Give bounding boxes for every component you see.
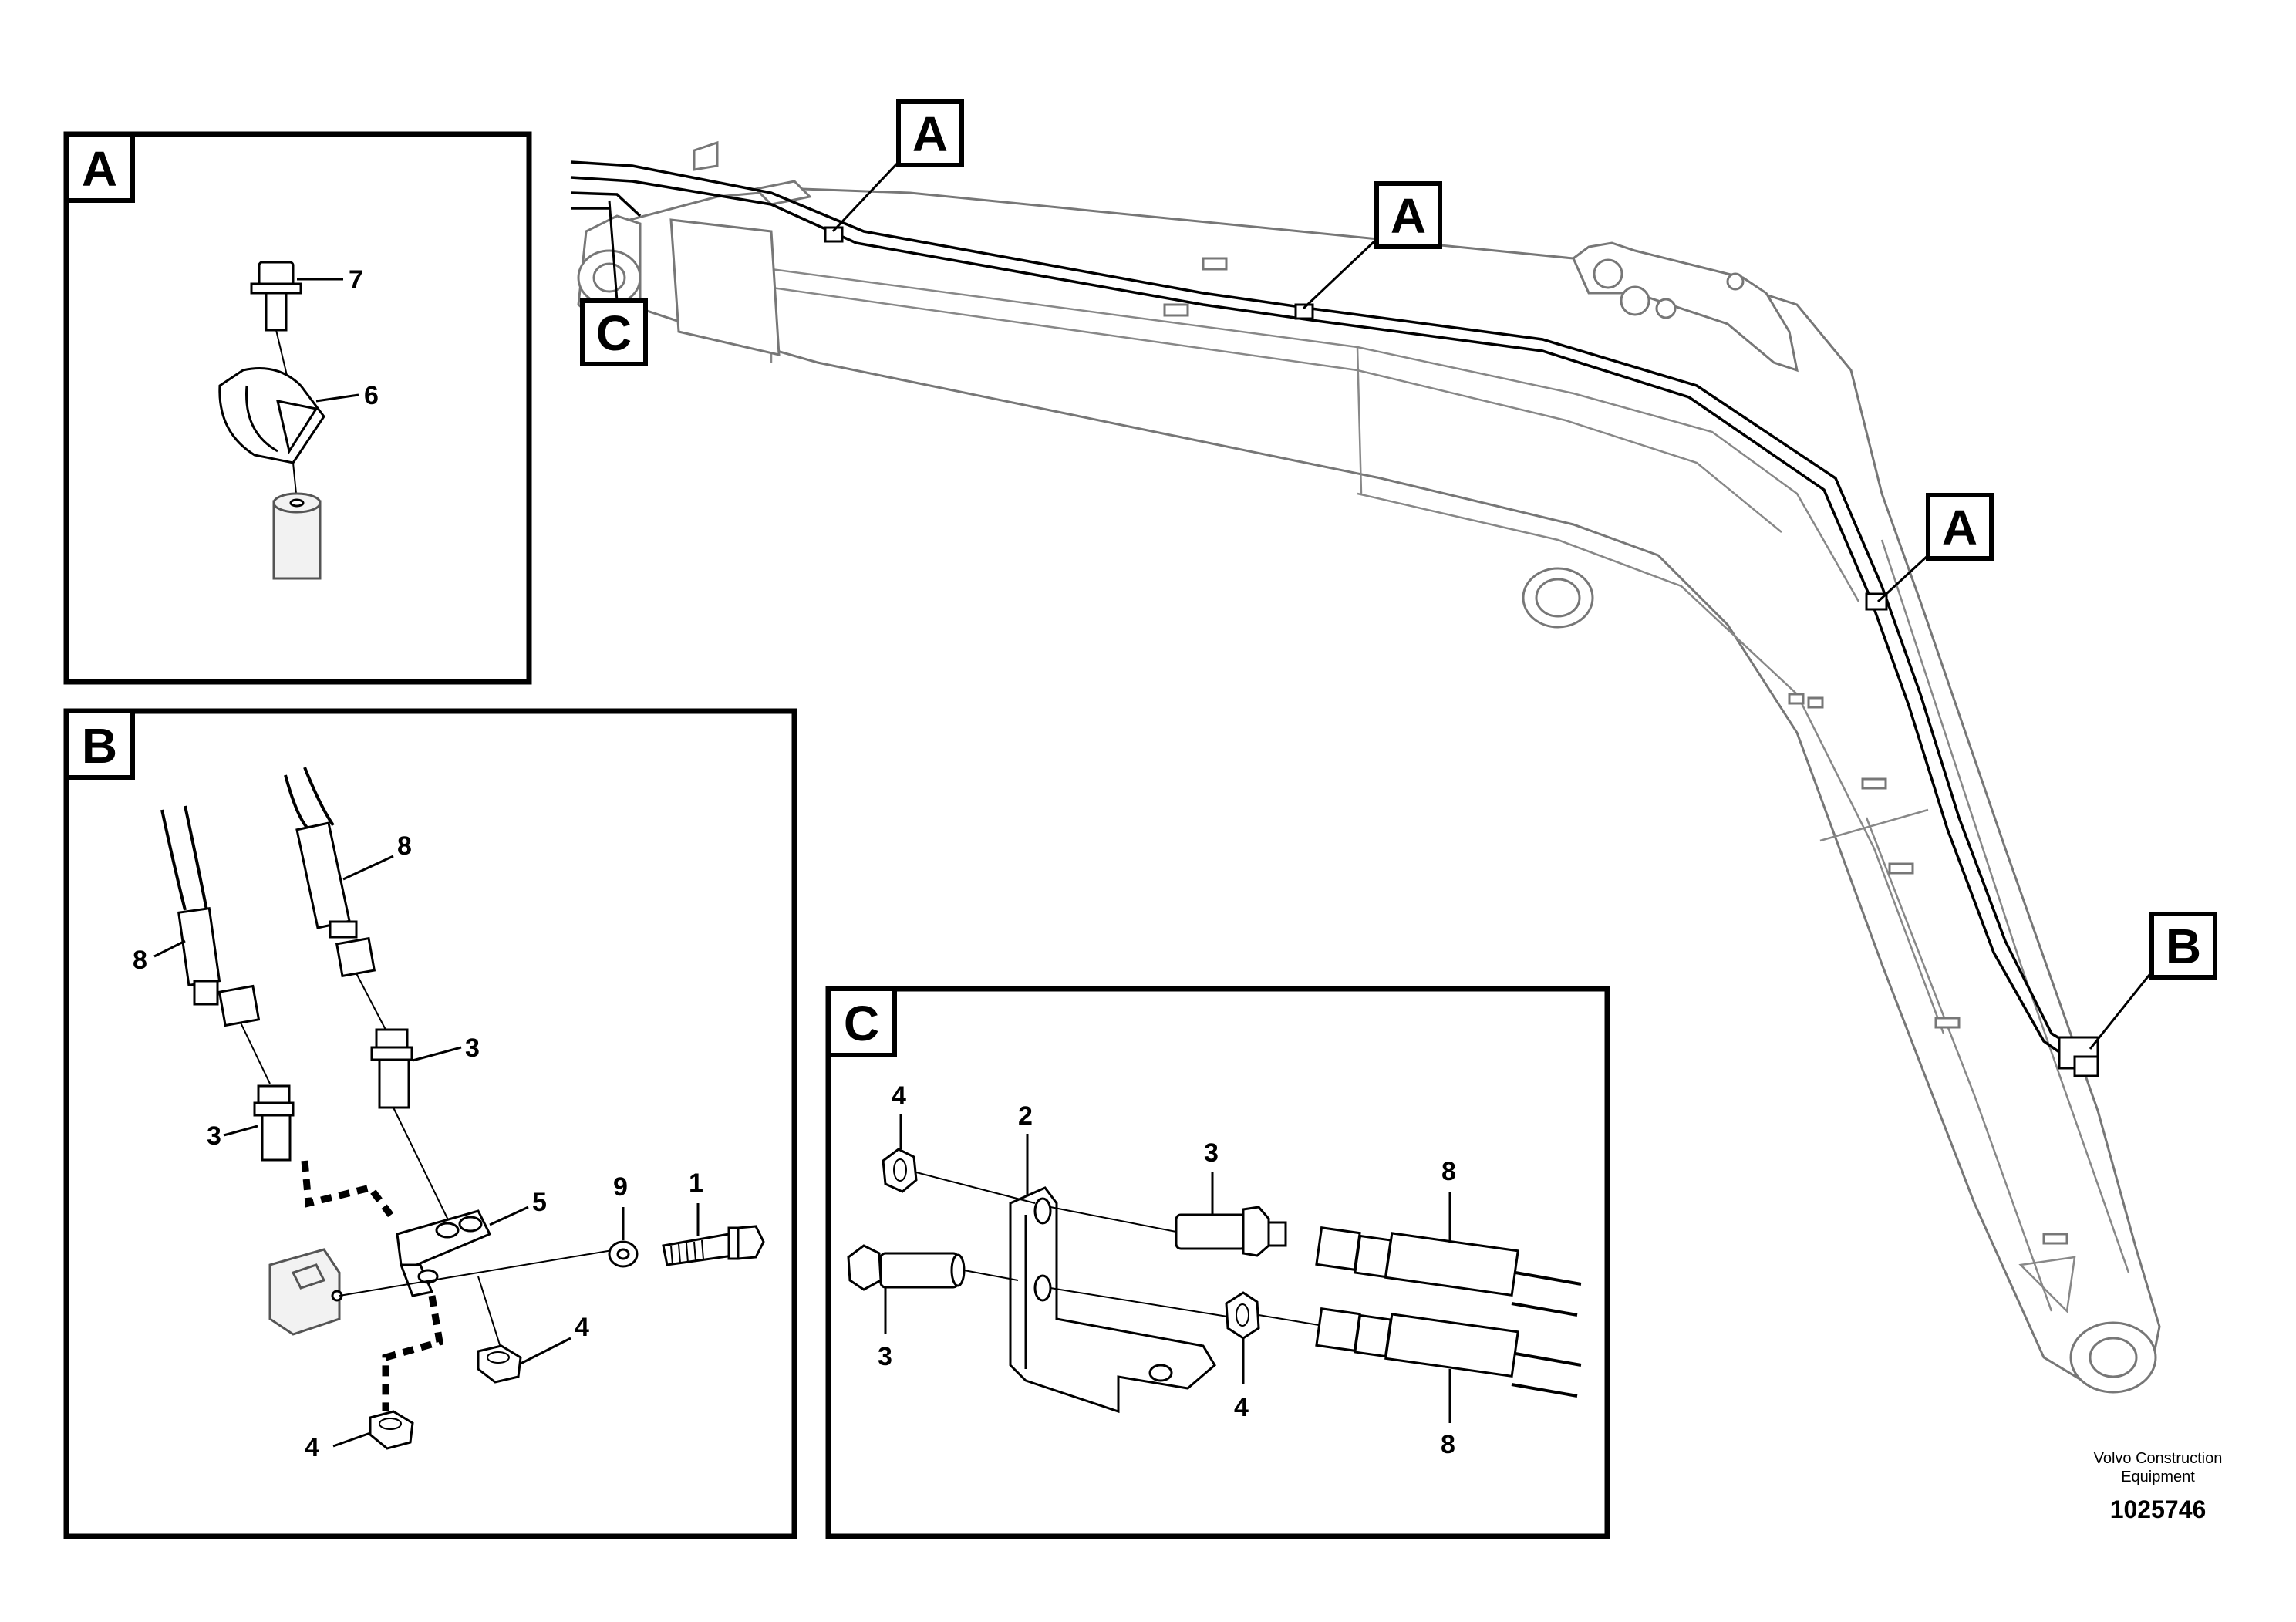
- panel-b-item-3-right: 3: [465, 1034, 480, 1063]
- boom-callout-a-3: [1926, 493, 1994, 561]
- panel-c-hose-lower: [1315, 1307, 1582, 1398]
- panel-c-hose-upper: [1315, 1226, 1582, 1317]
- panel-c-item-3-upper: 3: [1204, 1138, 1219, 1168]
- panel-b-tag-label: B: [82, 718, 117, 774]
- panel-a-bolt: [250, 261, 302, 332]
- panel-a-spacer: [272, 492, 322, 580]
- panel-b-item-3-left: 3: [207, 1121, 221, 1151]
- footer-company-line2: Equipment: [2121, 1469, 2195, 1485]
- panel-b-item-8-left: 8: [133, 946, 147, 975]
- panel-c-item-8-upper: 8: [1441, 1157, 1456, 1186]
- boom-callout-a-3-label: A: [1942, 500, 1977, 555]
- panel-c-item-8-lower: 8: [1441, 1430, 1455, 1459]
- panel-b-tag: [64, 709, 135, 780]
- panel-c-item-2: 2: [1018, 1101, 1033, 1131]
- boom-callout-c: [580, 298, 648, 366]
- panel-b-item-9: 9: [613, 1172, 628, 1202]
- panel-c-adapter-upper: [1175, 1206, 1287, 1257]
- panel-c-nut-upper: [882, 1148, 918, 1193]
- panel-c-adapter-lower: [847, 1244, 966, 1291]
- panel-c-tag: [826, 986, 897, 1057]
- footer-company-line1: Volvo Construction: [2094, 1450, 2223, 1467]
- detail-panel-c: C: [825, 986, 1610, 1539]
- footer-credit: Volvo Construction Equipment 1025746: [2094, 1450, 2223, 1523]
- panel-b-item-4-upper: 4: [575, 1313, 589, 1342]
- panel-b-hose-left: [160, 805, 261, 1027]
- panel-b-item-1: 1: [689, 1168, 703, 1198]
- panel-b-block: [268, 1248, 343, 1336]
- detail-panel-a: A 7 6: [63, 131, 532, 685]
- boom-callout-a-1: [896, 99, 964, 167]
- panel-a-tag-label: A: [82, 141, 117, 197]
- panel-b-bolt: [662, 1225, 765, 1266]
- panel-a-tag: [64, 132, 135, 203]
- panel-b-adapter-left: [253, 1084, 295, 1162]
- boom-callout-b-label: B: [2166, 919, 2201, 974]
- panel-b-hose-right: [284, 767, 376, 978]
- boom-callouts: A A C A B: [580, 99, 2217, 1050]
- footer-drawing-number: 1025746: [2110, 1496, 2207, 1523]
- panel-b-frame: [63, 708, 797, 1539]
- panel-b-item-4-lower: 4: [305, 1433, 319, 1462]
- boom-callout-c-label: C: [596, 305, 632, 361]
- panel-b-item-8-right: 8: [397, 831, 412, 861]
- boom-callout-b: [2149, 912, 2217, 980]
- panel-c-item-4-upper: 4: [892, 1081, 906, 1111]
- panel-a-item-7: 7: [349, 265, 363, 295]
- boom-callout-a-2: [1374, 181, 1442, 249]
- boom-callout-a-1-label: A: [912, 106, 948, 162]
- detail-panel-b: B: [63, 708, 797, 1539]
- panel-a-item-6: 6: [364, 381, 379, 410]
- panel-c-item-3-lower: 3: [878, 1342, 892, 1371]
- panel-b-adapter-right: [370, 1028, 413, 1109]
- boom-callout-a-2-label: A: [1391, 188, 1426, 244]
- panel-c-tag-label: C: [844, 996, 879, 1051]
- panel-b-item-5: 5: [532, 1188, 547, 1217]
- panel-a-clamp: [218, 367, 325, 464]
- panel-c-item-4-lower: 4: [1234, 1393, 1249, 1422]
- boom-illustration: [577, 140, 2161, 1394]
- panel-c-nut-lower: [1225, 1291, 1260, 1340]
- panel-c-bracket: [1009, 1186, 1216, 1414]
